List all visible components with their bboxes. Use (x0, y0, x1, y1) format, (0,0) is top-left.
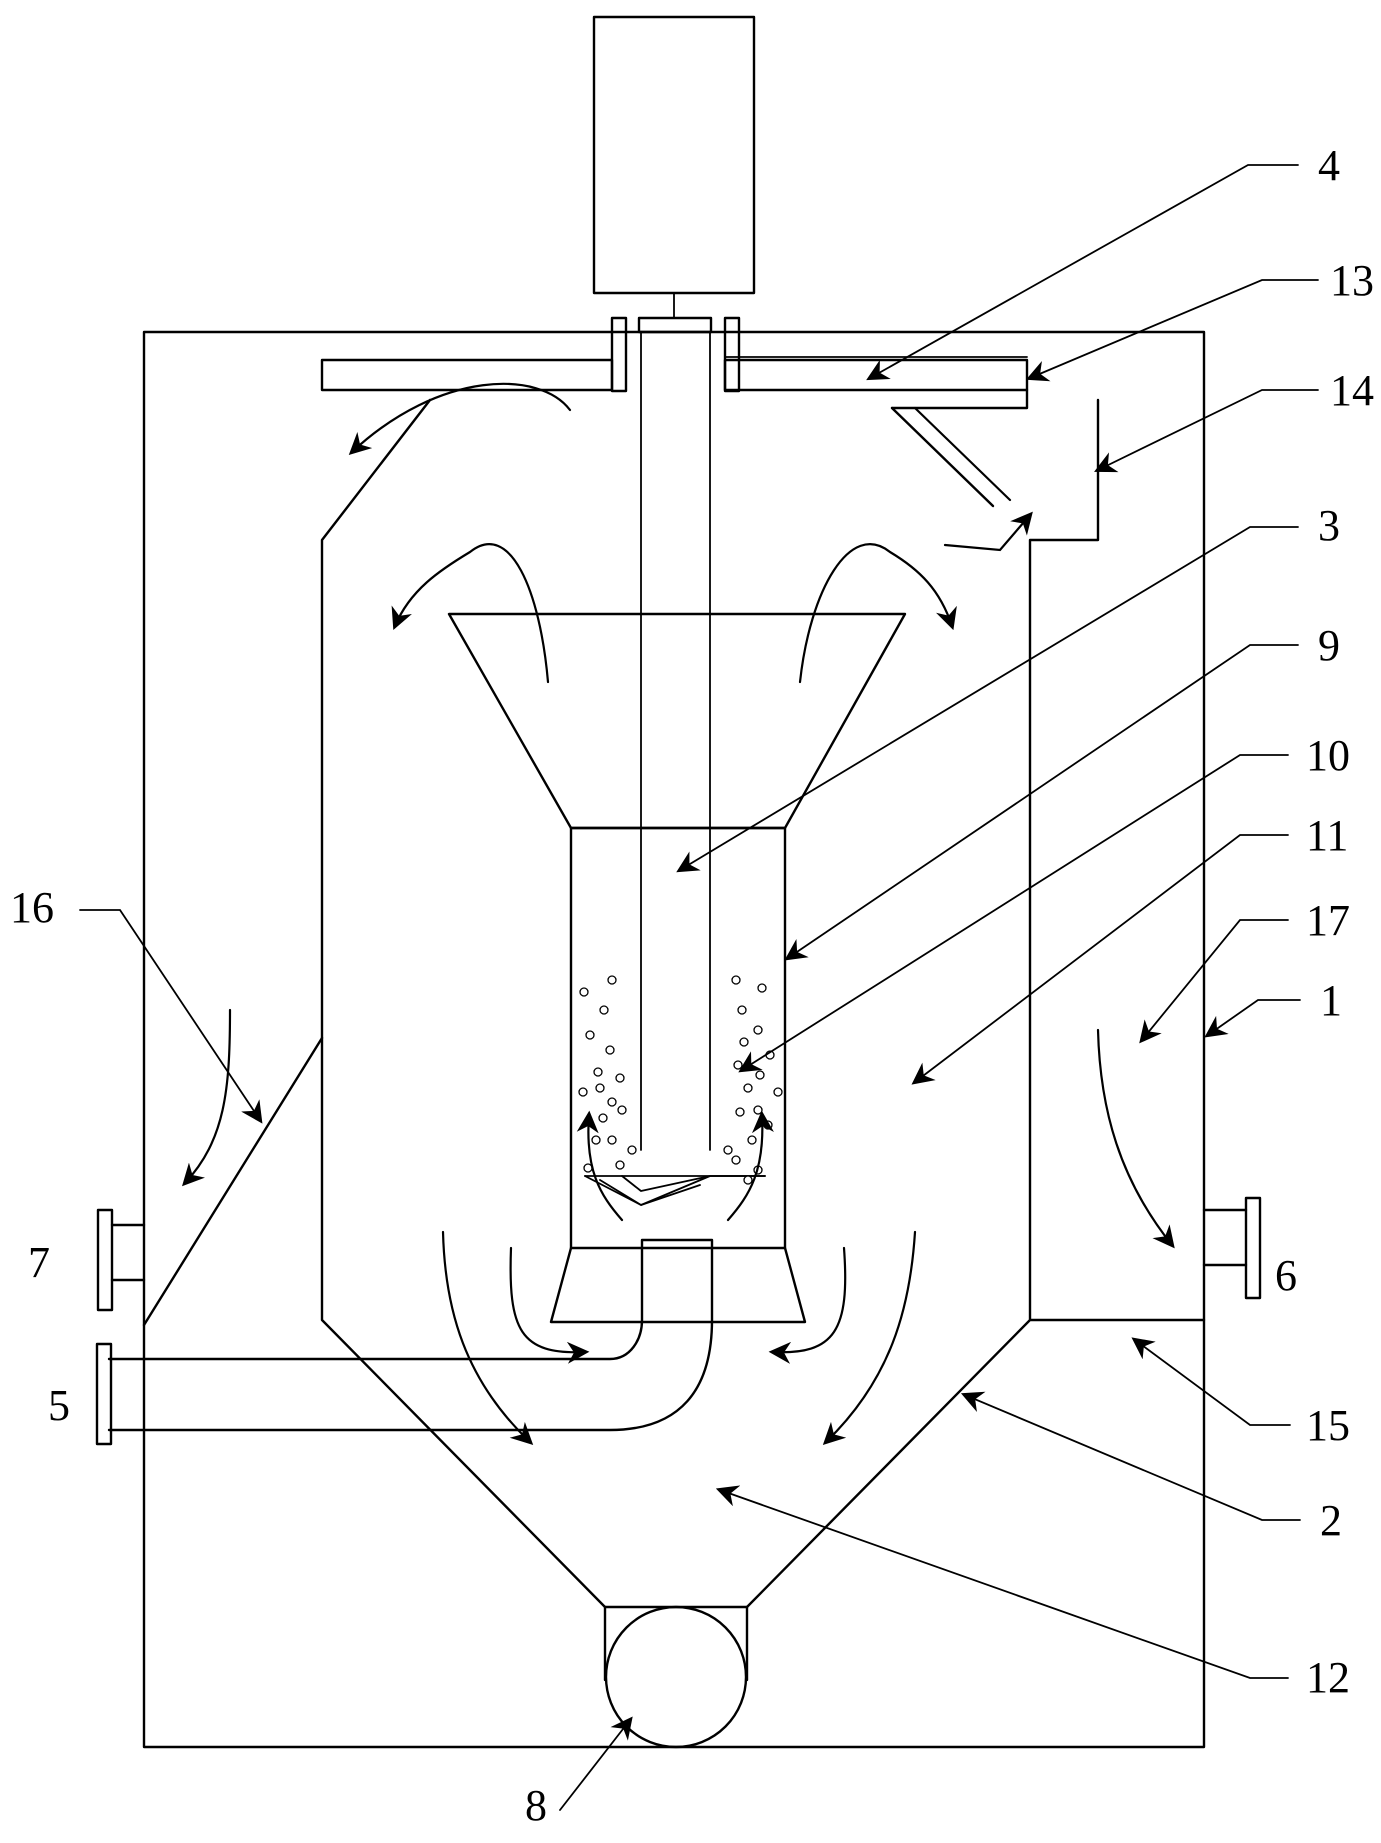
inclined-baffle (142, 1036, 324, 1327)
particle (627, 1145, 637, 1155)
funnel (447, 612, 907, 830)
top-deflector-slope (890, 406, 995, 508)
leader-line (676, 526, 1299, 873)
top-plate (320, 316, 1029, 393)
particle (743, 1175, 753, 1185)
reactor-tube (569, 826, 787, 1250)
bottom-valve (603, 1605, 749, 1749)
lower-skirt (549, 1246, 807, 1324)
label-9: 9 (1318, 621, 1340, 670)
label-15: 15 (1306, 1401, 1350, 1450)
label-16: 16 (10, 883, 54, 932)
particle (579, 987, 589, 997)
particle (605, 1045, 615, 1055)
outlet-6 (1202, 1196, 1262, 1300)
leader-line (1139, 919, 1289, 1044)
particle (737, 1005, 747, 1015)
particle (731, 975, 741, 985)
leader-line (1025, 279, 1319, 382)
leader-line (784, 644, 1299, 961)
label-3: 3 (1318, 501, 1340, 550)
particle (731, 1155, 741, 1165)
stirrer (584, 1175, 766, 1206)
label-6: 6 (1275, 1251, 1297, 1300)
label-11: 11 (1306, 811, 1348, 860)
leader-line (1094, 389, 1319, 473)
particle (615, 1073, 625, 1083)
label-10: 10 (1306, 731, 1350, 780)
outer-housing (142, 330, 1206, 1749)
particle (607, 1135, 617, 1145)
particles (578, 975, 783, 1185)
particle (593, 1067, 603, 1077)
particle (607, 975, 617, 985)
particle (763, 1120, 773, 1130)
label-1: 1 (1320, 976, 1342, 1025)
leader-line (738, 754, 1289, 1073)
top-deflector (890, 388, 1029, 410)
particle (747, 1135, 757, 1145)
label-8: 8 (525, 1781, 547, 1830)
particle (617, 1105, 627, 1115)
particle (599, 1005, 609, 1015)
label-17: 17 (1306, 896, 1350, 945)
particle (598, 1113, 608, 1123)
leader-line (715, 1485, 1289, 1679)
leader-line (911, 834, 1289, 1085)
label-13: 13 (1330, 256, 1374, 305)
particle (591, 1135, 601, 1145)
particle (753, 1025, 763, 1035)
label-2: 2 (1320, 1496, 1342, 1545)
particle (753, 1105, 763, 1115)
particle (607, 1097, 617, 1107)
inlet-pipe (95, 1238, 714, 1446)
particle (585, 1030, 595, 1040)
label-4: 4 (1318, 141, 1340, 190)
particle (578, 1087, 588, 1097)
leader-line (866, 164, 1299, 381)
label-12: 12 (1306, 1653, 1350, 1702)
leader-line (1131, 1337, 1291, 1426)
flow-arrows (182, 382, 1175, 1446)
leader-line (559, 1716, 633, 1811)
motor (592, 15, 756, 295)
particle (723, 1145, 733, 1155)
particle (595, 1083, 605, 1093)
leader-line (960, 1391, 1301, 1521)
shaft (640, 331, 711, 1151)
particle (743, 1083, 753, 1093)
particle (755, 1070, 765, 1080)
particle (757, 983, 767, 993)
particle (615, 1160, 625, 1170)
particle (735, 1107, 745, 1117)
particle (733, 1060, 743, 1070)
label-7: 7 (28, 1238, 50, 1287)
label-14: 14 (1330, 366, 1374, 415)
leader-line (79, 909, 263, 1124)
outlet-7 (96, 1208, 146, 1312)
inner-vessel (320, 398, 1206, 1609)
leader-lines (79, 164, 1319, 1811)
leader-line (1204, 999, 1301, 1038)
label-5: 5 (48, 1381, 70, 1430)
particle (773, 1087, 783, 1097)
particle (739, 1037, 749, 1047)
